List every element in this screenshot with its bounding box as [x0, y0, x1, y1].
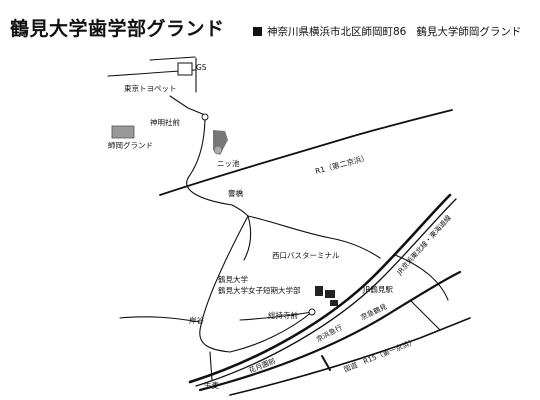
bullet-square-icon — [253, 27, 262, 36]
road-upper — [149, 56, 196, 61]
label-r15: 国道 R15（第一京浜） — [342, 337, 417, 374]
label-namamugi: 生麦 — [204, 380, 219, 390]
label-kishiya: 岸谷 — [189, 316, 204, 325]
road-r1 — [159, 109, 453, 196]
label-jinja: 神明社前 — [150, 117, 180, 127]
sojiji-marker-icon — [308, 308, 316, 316]
label-keikyu-station: 京急鶴見 — [359, 302, 388, 322]
keikyu-line — [198, 270, 462, 392]
label-univ2: 鶴見大学女子短期大学部 — [218, 285, 301, 295]
label-jr-station: JR鶴見駅 — [362, 284, 393, 294]
header: 鶴見大学歯学部グランド 神奈川県横浜市北区師岡町86 鶴見大学師岡グランド — [10, 14, 530, 44]
road-kishiya — [119, 316, 201, 323]
label-ground: 師岡グランド — [108, 140, 153, 150]
label-toyopet: 東京トヨペット — [124, 83, 177, 93]
cross-line — [321, 355, 331, 371]
jr-line-2 — [195, 198, 457, 387]
road-small-1 — [229, 311, 313, 353]
road-east-2 — [409, 299, 441, 331]
label-r1: R1（第二京浜） — [314, 152, 370, 176]
road-hibashi — [243, 215, 252, 261]
label-bus: 西口バスターミナル — [272, 251, 340, 260]
road-sojiji — [239, 311, 313, 321]
page-title: 鶴見大学歯学部グランド — [10, 18, 225, 40]
road-winding — [186, 114, 249, 217]
label-univ1: 鶴見大学 — [218, 274, 248, 284]
road-toyopet — [169, 95, 206, 116]
label-pond: ニッ池 — [217, 158, 240, 168]
r15-road — [229, 317, 471, 396]
label-sojiji: 総持寺前 — [268, 310, 298, 320]
road-bus — [247, 215, 381, 259]
ground-marker — [111, 125, 135, 139]
address-text: 神奈川県横浜市北区師岡町86 — [267, 26, 407, 38]
pond-icon — [213, 145, 223, 155]
label-hibashi: 響橋 — [228, 188, 243, 198]
university-buildings — [315, 286, 338, 306]
gs-marker — [177, 62, 193, 76]
shrine-marker-icon — [201, 113, 209, 121]
label-gs: GS — [196, 63, 207, 72]
facility-name: 鶴見大学師岡グランド — [416, 26, 522, 38]
address-line: 神奈川県横浜市北区師岡町86 鶴見大学師岡グランド — [253, 24, 521, 39]
jr-line — [188, 193, 452, 384]
road-west — [199, 215, 249, 353]
